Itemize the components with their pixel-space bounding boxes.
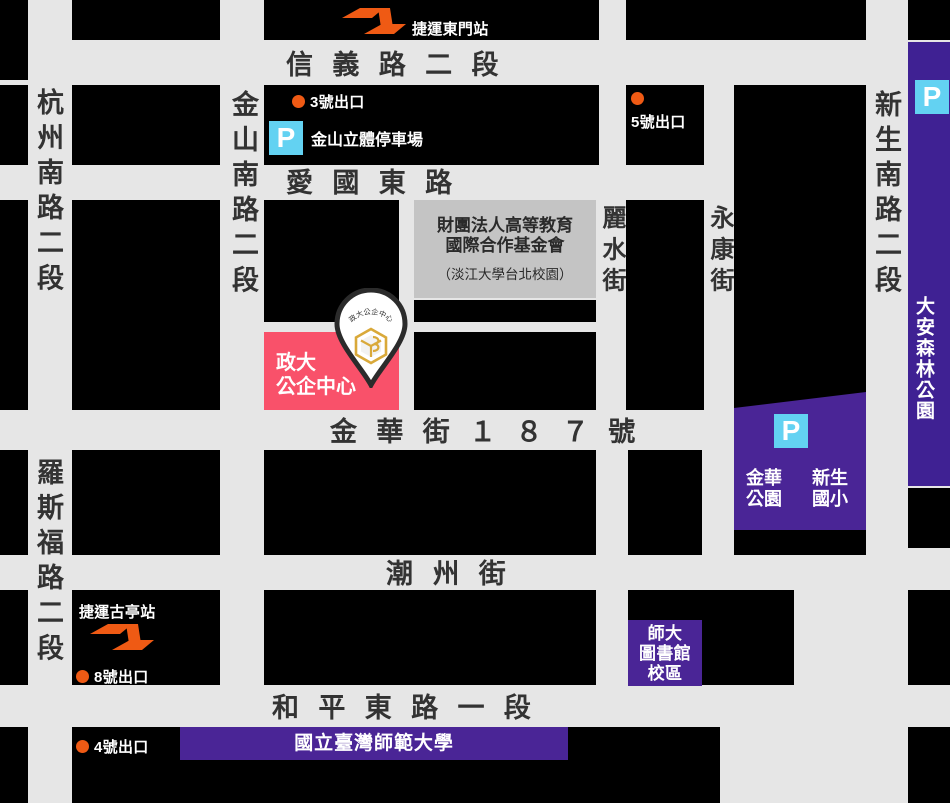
road-label-jinhua-187: 金 華 街 １ ８ ７ 號 bbox=[330, 417, 642, 447]
road-label-yongkang: 永康街 bbox=[706, 205, 733, 299]
foundation-label: 財團法人高等教育 國際合作基金會 bbox=[437, 216, 573, 256]
parking-icon: P bbox=[774, 414, 808, 448]
city-block-guting bbox=[72, 590, 220, 685]
city-block bbox=[908, 590, 950, 685]
exit-label: 5號出口 bbox=[631, 114, 686, 131]
mrt-logo-icon bbox=[86, 622, 156, 657]
jinhua-park-label: 金華 公園 bbox=[746, 468, 782, 510]
road-label-xinsheng: 新生南路二段 bbox=[871, 90, 901, 301]
exit-label: 3號出口 bbox=[310, 94, 365, 111]
city-block bbox=[72, 85, 220, 165]
ntnu-library-campus-block[interactable] bbox=[628, 620, 702, 686]
ntnu-label: 國立臺灣師範大學 bbox=[294, 733, 454, 754]
exit-5-dongmen[interactable]: 5號出口 bbox=[631, 92, 686, 132]
exit-dot-icon bbox=[76, 670, 89, 683]
exit-dot-icon bbox=[631, 92, 644, 105]
city-block bbox=[72, 0, 220, 40]
ntnu-block[interactable] bbox=[180, 727, 568, 760]
road-label-lishui: 麗水街 bbox=[598, 205, 625, 299]
road-label-jinshan: 金山南路二段 bbox=[228, 90, 258, 301]
foundation-sublabel: （淡江大學台北校園） bbox=[437, 267, 573, 282]
city-block bbox=[414, 332, 596, 410]
city-block bbox=[264, 450, 596, 555]
road-label-hangzhou: 杭州南路二段 bbox=[33, 88, 63, 299]
ntnu-library-label: 師大 圖書館 校區 bbox=[638, 624, 692, 684]
road-label-roosevelt: 羅斯福路二段 bbox=[33, 458, 63, 669]
exit-label: 4號出口 bbox=[94, 739, 149, 756]
road-label-aiguo: 愛 國 東 路 bbox=[286, 168, 459, 198]
city-block bbox=[0, 450, 28, 555]
parking-jinshan[interactable]: P 金山立體停車場 bbox=[269, 121, 423, 155]
exit-label: 8號出口 bbox=[94, 669, 149, 686]
mrt-logo-icon bbox=[338, 6, 408, 41]
daan-forest-park bbox=[908, 42, 950, 486]
city-block bbox=[0, 200, 28, 410]
parking-jinhua-park[interactable]: P bbox=[774, 414, 808, 448]
parking-label: 金山立體停車場 bbox=[311, 132, 424, 149]
city-block bbox=[626, 0, 866, 40]
exit-dot-icon bbox=[76, 740, 89, 753]
nccu-center-label: 政大 公企中心 bbox=[276, 352, 356, 398]
city-block bbox=[0, 85, 28, 165]
city-block bbox=[0, 727, 28, 803]
city-block bbox=[72, 200, 220, 410]
road-label-heping: 和 平 東 路 一 段 bbox=[272, 693, 537, 723]
road-label-chaozhou: 潮 州 街 bbox=[386, 559, 512, 589]
exit-dot-icon bbox=[292, 95, 305, 108]
city-block bbox=[414, 300, 596, 322]
station-name-dongmen: 捷運東門站 bbox=[412, 21, 489, 38]
city-block bbox=[0, 590, 28, 685]
exit-8-guting[interactable]: 8號出口 bbox=[76, 666, 149, 687]
road-label-xinyi: 信 義 路 二 段 bbox=[286, 50, 505, 80]
city-block bbox=[734, 530, 866, 555]
city-block bbox=[908, 488, 950, 548]
exit-4-guting[interactable]: 4號出口 bbox=[76, 736, 149, 757]
city-block-dongmen-exit3 bbox=[264, 85, 599, 165]
foundation-building bbox=[414, 200, 596, 298]
daan-park-label: 大安森林公園 bbox=[913, 296, 934, 422]
city-block bbox=[72, 450, 220, 555]
city-block bbox=[0, 0, 28, 80]
parking-icon: P bbox=[269, 121, 303, 155]
cube-logo-icon bbox=[354, 327, 388, 365]
station-name-guting: 捷運古亭站 bbox=[79, 604, 156, 621]
city-block bbox=[628, 450, 702, 555]
city-block bbox=[626, 200, 704, 410]
city-block bbox=[908, 0, 950, 40]
city-block bbox=[264, 0, 599, 40]
parking-icon: P bbox=[915, 80, 949, 114]
parking-daan[interactable]: P bbox=[915, 80, 949, 114]
location-pin-marker[interactable]: 政大公企中心 bbox=[332, 288, 410, 388]
exit-3-dongmen[interactable]: 3號出口 bbox=[292, 91, 365, 112]
city-block bbox=[264, 590, 596, 685]
xinsheng-school-label: 新生 國小 bbox=[812, 468, 848, 510]
city-block bbox=[908, 727, 950, 803]
